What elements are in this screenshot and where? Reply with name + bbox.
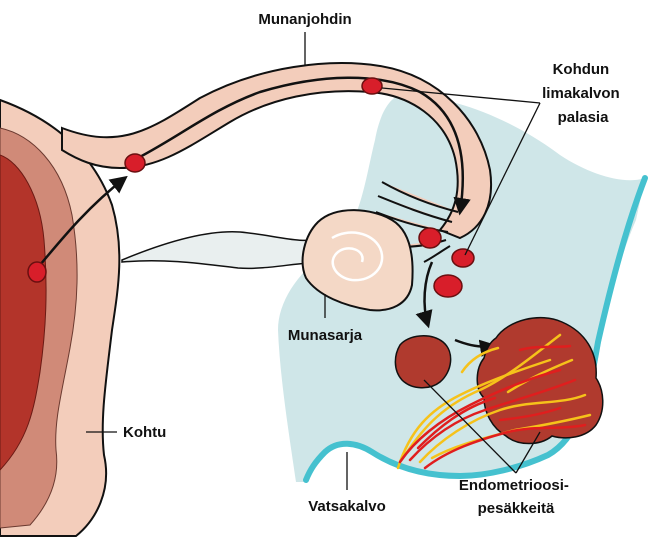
label-fragments-line-2: limakalvon [542, 85, 620, 102]
label-lesions-line-1: Endometrioosi- [459, 477, 569, 494]
label-endometriosis-lesions: Endometrioosi- pesäkkeitä [459, 477, 573, 517]
fragment-fimbria [419, 228, 441, 248]
fragment-tube-left [125, 154, 145, 172]
lesion-small [395, 336, 450, 388]
fragment-free-1 [452, 249, 474, 267]
label-peritoneum: Vatsakalvo [308, 498, 386, 515]
label-uterus: Kohtu [123, 424, 166, 441]
label-lesions-line-2: pesäkkeitä [478, 500, 555, 517]
label-endometrium-fragments: Kohdun limakalvon palasia [542, 61, 624, 126]
label-fragments-line-1: Kohdun [553, 61, 610, 78]
fragment-free-2 [434, 275, 462, 297]
fragment-tube-top [362, 78, 382, 94]
fragment-uterus [28, 262, 46, 282]
label-ovary: Munasarja [288, 327, 363, 344]
ovarian-ligament [122, 232, 330, 269]
label-fragments-line-3: palasia [558, 109, 610, 126]
label-fallopian-tube: Munanjohdin [258, 11, 351, 28]
